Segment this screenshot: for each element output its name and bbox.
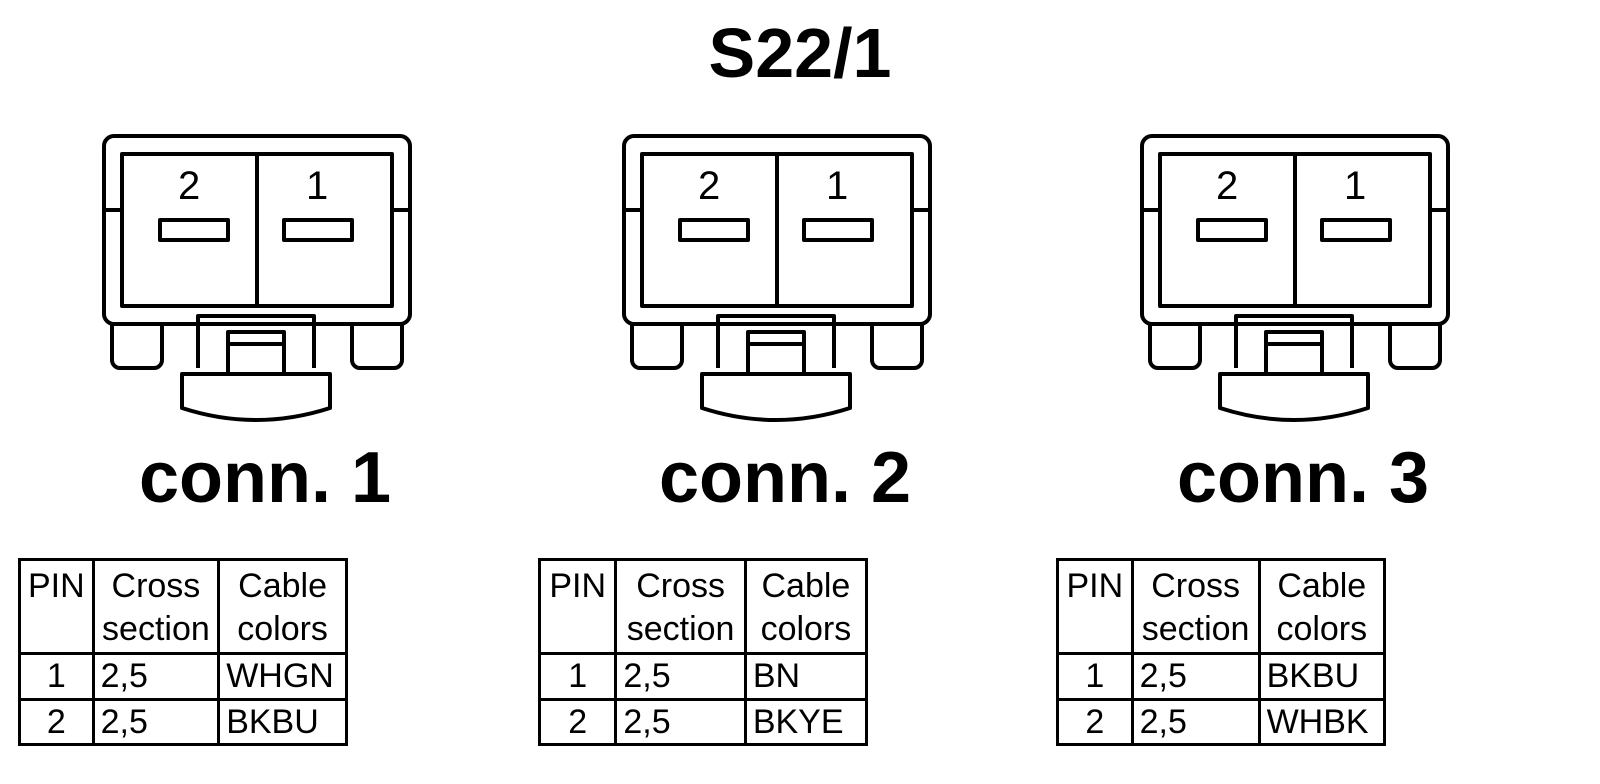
cell-cable-color: BKBU — [1257, 652, 1387, 701]
cell-cross-section: 2,5 — [614, 652, 747, 701]
pin-1-contact — [1320, 218, 1392, 242]
pin-2-contact — [1196, 218, 1268, 242]
cell-pin: 1 — [18, 652, 95, 701]
table-row: 1 2,5 BN — [537, 652, 869, 701]
pin-1-contact — [802, 218, 874, 242]
connector-3-drawing — [1140, 134, 1450, 422]
cell-cross-section: 2,5 — [1130, 697, 1261, 746]
cell-cable-color: BKYE — [743, 697, 869, 746]
connector-label: conn. 1 — [138, 438, 392, 518]
connector-label: conn. 3 — [1176, 438, 1430, 518]
cell-cross-section: 2,5 — [91, 697, 221, 746]
slot-label-2: 2 — [1216, 164, 1239, 208]
slot-label-1: 1 — [826, 164, 849, 208]
header-pin: PIN — [1056, 558, 1134, 655]
cell-pin: 1 — [537, 652, 618, 701]
cell-pin: 2 — [1056, 697, 1134, 746]
slot-label-1: 1 — [1344, 164, 1367, 208]
table-row: 1 2,5 BKBU — [1056, 652, 1387, 701]
cell-cross-section: 2,5 — [614, 697, 747, 746]
diagram-title: S22/1 — [708, 14, 892, 92]
connector-2-drawing — [622, 134, 932, 422]
cell-pin: 2 — [537, 697, 618, 746]
header-pin: PIN — [537, 558, 618, 655]
cell-pin: 1 — [1056, 652, 1134, 701]
connector-1-drawing — [102, 134, 412, 422]
cell-pin: 2 — [18, 697, 95, 746]
slot-label-2: 2 — [698, 164, 721, 208]
slot-label-2: 2 — [178, 164, 201, 208]
cell-cable-color: WHBK — [1257, 697, 1387, 746]
table-row: 1 2,5 WHGN — [18, 652, 348, 701]
header-pin: PIN — [18, 558, 95, 655]
table-row: 2 2,5 BKYE — [537, 697, 869, 746]
connector-label: conn. 2 — [658, 438, 912, 518]
cell-cross-section: 2,5 — [91, 652, 221, 701]
table-row: 2 2,5 WHBK — [1056, 697, 1387, 746]
pin-2-contact — [158, 218, 230, 242]
cell-cable-color: BN — [743, 652, 869, 701]
pin-2-contact — [678, 218, 750, 242]
cell-cable-color: BKBU — [217, 697, 348, 746]
slot-label-1: 1 — [306, 164, 329, 208]
cell-cross-section: 2,5 — [1130, 652, 1261, 701]
pin-1-contact — [282, 218, 354, 242]
cell-cable-color: WHGN — [217, 652, 348, 701]
table-row: 2 2,5 BKBU — [18, 697, 348, 746]
